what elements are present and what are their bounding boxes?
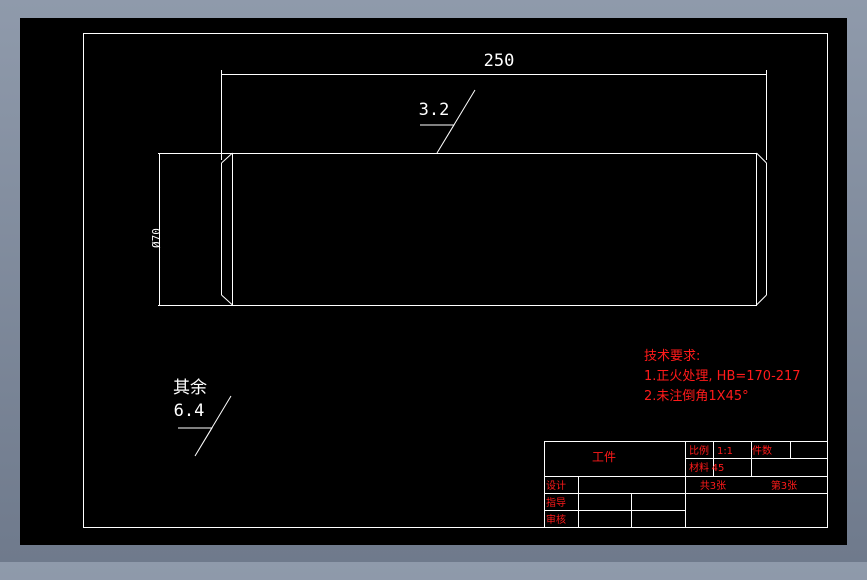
- material-value: 45: [712, 463, 725, 474]
- tech-item: 2.未注倒角1X45°: [644, 389, 749, 404]
- length-dimension: 250: [221, 51, 767, 160]
- sheet-number: 第3张: [771, 479, 797, 492]
- reviewer-label: 审核: [546, 513, 566, 526]
- scale-label: 比例: [689, 444, 709, 457]
- tech-item: 1.正火处理, HB=170-217: [644, 369, 801, 384]
- quantity-label: 件数: [752, 444, 772, 457]
- material-label: 材料: [689, 461, 709, 474]
- diameter-value: Ø70: [150, 228, 163, 248]
- total-sheets: 共3张: [700, 480, 726, 492]
- roughness-rest-label: 其余: [173, 378, 207, 398]
- roughness-top-value: 3.2: [419, 100, 450, 120]
- designer-label: 设计: [546, 479, 566, 492]
- scale-value: 1:1: [717, 446, 733, 457]
- title-block: 工件 比例 1:1 件数 材料 45 共3张 第3张 设计 指导 审核: [544, 441, 828, 528]
- roughness-symbol-rest: 其余 6.4: [173, 378, 232, 457]
- drawing-frame: [83, 33, 828, 528]
- cad-drawing: 250 Ø70 3.2 其余 6.4 技术要求: 1.正火处理, HB=170-…: [83, 33, 828, 528]
- tech-title: 技术要求:: [644, 349, 700, 364]
- roughness-symbol-top: 3.2: [419, 89, 476, 154]
- instructor-label: 指导: [546, 496, 566, 509]
- roughness-rest-value: 6.4: [174, 401, 205, 421]
- part-name: 工件: [592, 450, 616, 464]
- tech-requirements: 技术要求: 1.正火处理, HB=170-217 2.未注倒角1X45°: [644, 349, 801, 404]
- shaft-outline: [158, 152, 767, 306]
- diameter-dimension: Ø70: [150, 153, 163, 305]
- length-value: 250: [484, 51, 515, 71]
- drawing-canvas[interactable]: 250 Ø70 3.2 其余 6.4 技术要求: 1.正火处理, HB=170-…: [20, 18, 847, 545]
